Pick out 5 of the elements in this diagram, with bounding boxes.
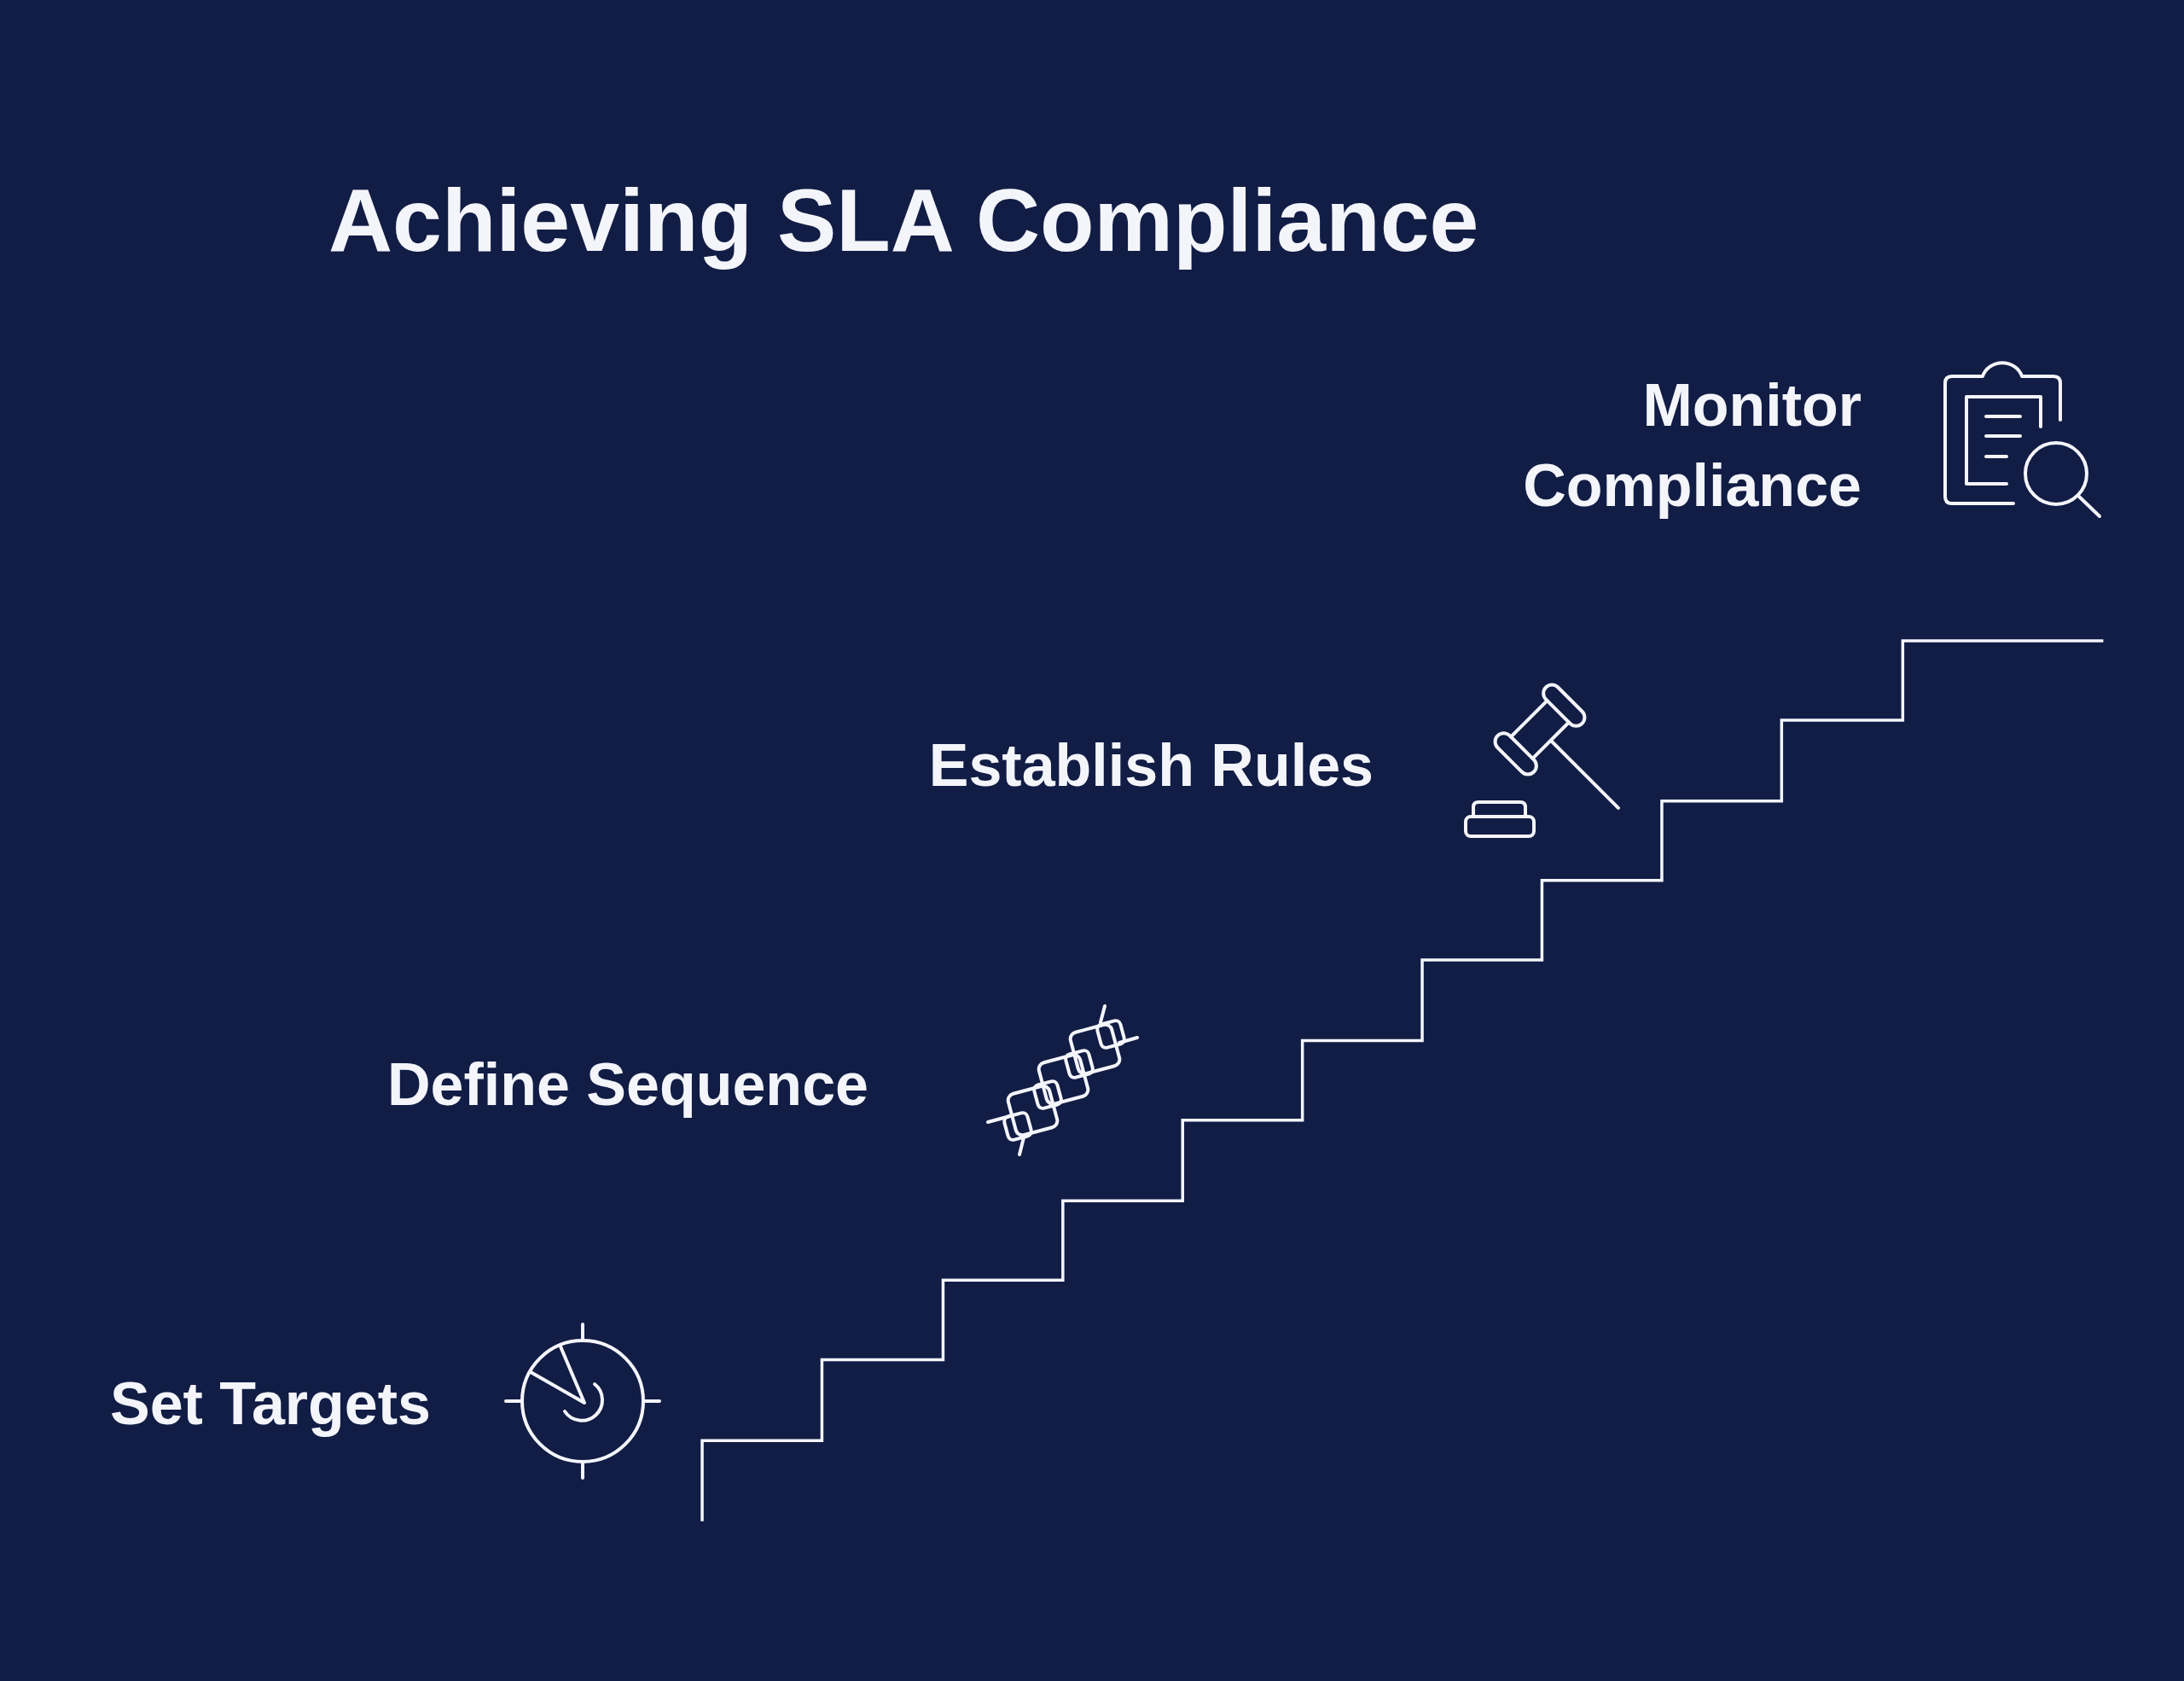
step-label: Monitor Compliance [1522,371,1862,521]
step-label: Establish Rules [928,731,1374,800]
step-label: Set Targets [109,1370,431,1439]
diagram-title: Achieving SLA Compliance [328,170,1479,271]
step-label: Define Sequence [386,1050,868,1120]
